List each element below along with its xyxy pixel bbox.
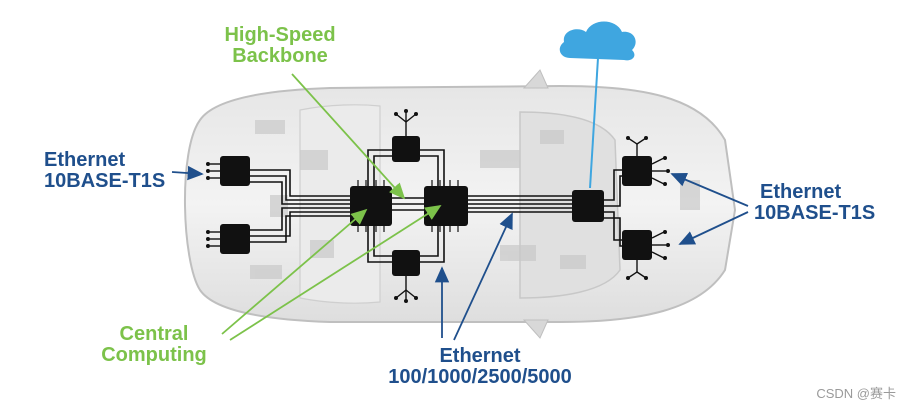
chip-icon — [206, 156, 250, 186]
label-line: 10BASE-T1S — [754, 202, 876, 224]
label-high-speed-backbone: High-Speed Backbone — [210, 25, 350, 67]
label-central-computing: Central Computing — [94, 324, 214, 366]
label-line: Ethernet — [760, 181, 842, 203]
chip-icon — [206, 224, 250, 254]
chip-icon — [572, 190, 604, 222]
chip-icon — [392, 109, 420, 162]
label-line: Central — [119, 323, 189, 345]
watermark: CSDN @赛卡 — [816, 386, 896, 401]
label-ethernet-multigig: Ethernet 100/1000/2500/5000 — [360, 346, 600, 388]
chip-icon — [622, 230, 670, 280]
chip-icon — [392, 250, 420, 303]
label-ethernet-t1s-left: Ethernet 10BASE-T1S — [44, 150, 165, 192]
label-line: Ethernet — [439, 345, 521, 367]
label-line: 100/1000/2500/5000 — [388, 366, 572, 388]
label-line: 10BASE-T1S — [44, 170, 166, 192]
label-line: Computing — [101, 344, 207, 366]
cloud-icon — [559, 21, 636, 189]
annotation-arrows — [171, 73, 749, 341]
label-line: Ethernet — [44, 149, 126, 171]
chip-icon — [424, 180, 468, 232]
chip-icon — [350, 180, 392, 232]
wiring-harness — [250, 149, 622, 263]
chip-icon — [622, 136, 670, 186]
label-ethernet-t1s-right: Ethernet 10BASE-T1S — [754, 182, 875, 224]
label-line: High-Speed — [224, 24, 336, 46]
label-line: Backbone — [232, 45, 328, 67]
